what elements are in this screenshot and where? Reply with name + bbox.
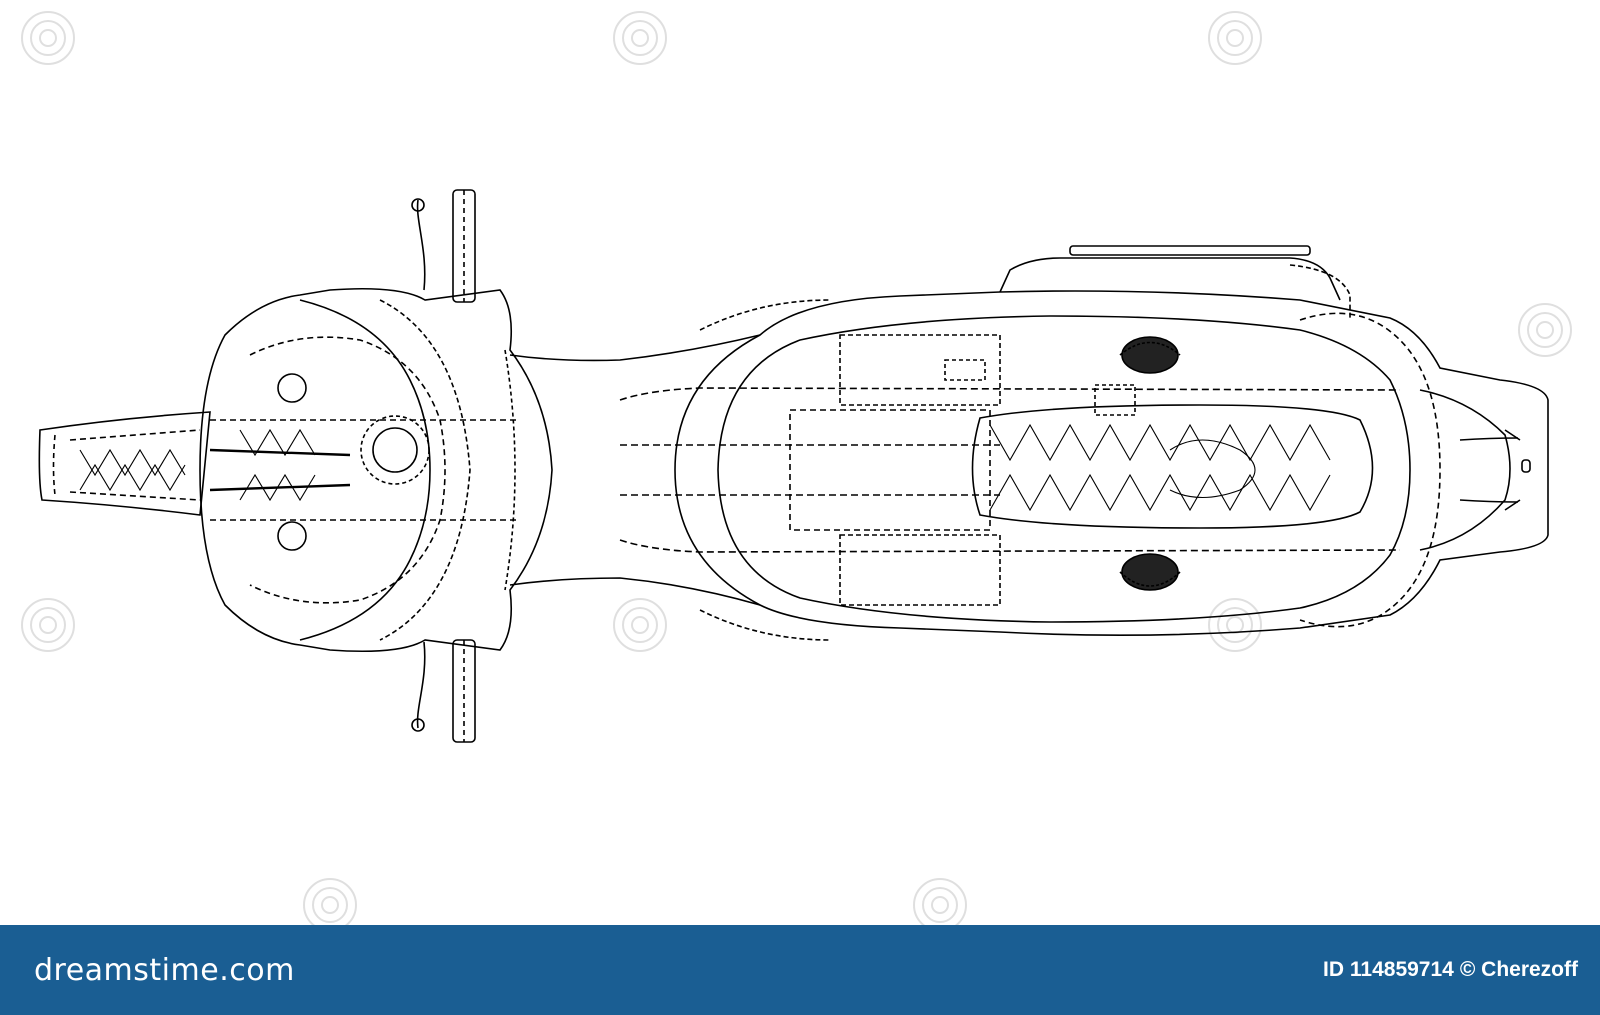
copyright-author: © Cherezoff bbox=[1459, 958, 1578, 981]
image-id: ID 114859714 bbox=[1323, 958, 1454, 981]
illustration-area bbox=[21, 11, 1572, 932]
watermark-layer bbox=[21, 11, 1572, 932]
image-credit: ID 114859714 © Cherezoff bbox=[1323, 958, 1578, 982]
footer-bar: dreamstime.com ID 114859714 © Cherezoff bbox=[0, 925, 1600, 1015]
scooter-drawing bbox=[21, 11, 1572, 932]
brand-logo-text[interactable]: dreamstime.com bbox=[34, 952, 295, 988]
scooter-wireframe bbox=[38, 189, 1549, 743]
